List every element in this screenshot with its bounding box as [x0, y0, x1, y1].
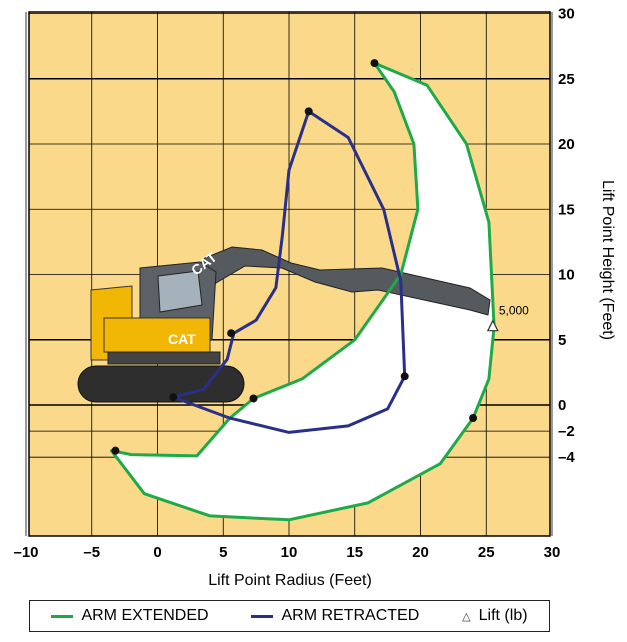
data-point-arm-retracted: [169, 393, 178, 402]
legend-label-lift: Lift (lb): [478, 607, 528, 624]
legend-item-arm-extended: ARM EXTENDED: [51, 607, 209, 625]
data-point-arm-retracted: [227, 329, 236, 338]
data-point-arm-retracted: [304, 107, 313, 116]
data-point-arm-extended: [370, 59, 379, 68]
y-tick-labels: 30 25 20 15 10 5 0 –2 –4: [558, 6, 575, 467]
triangle-icon: △: [462, 610, 471, 623]
excavator-undercarriage: [107, 351, 221, 365]
legend-label-arm-extended: ARM EXTENDED: [81, 607, 209, 624]
x-tick-label: 25: [478, 544, 495, 561]
lift-envelope-area: [111, 63, 495, 520]
x-tick-label: 15: [346, 544, 363, 561]
y-tick-label: –4: [558, 449, 575, 466]
x-tick-label: 5: [219, 544, 227, 561]
legend-label-arm-retracted: ARM RETRACTED: [281, 607, 420, 624]
y-tick-label: 25: [558, 71, 575, 88]
y-tick-label: 0: [558, 397, 566, 414]
excavator-logo: CAT: [168, 331, 196, 347]
marker-layer: [111, 59, 478, 455]
y-tick-label: 5: [558, 332, 566, 349]
data-point-arm-extended: [249, 394, 258, 403]
x-tick-label: 10: [281, 544, 298, 561]
series-line-arm-extended: [110, 61, 496, 522]
x-tick-label: 20: [412, 544, 429, 561]
data-point-arm-retracted: [400, 372, 409, 381]
legend: ARM EXTENDED ARM RETRACTED △ Lift (lb): [29, 600, 550, 632]
legend-swatch-arm-retracted: [251, 614, 274, 618]
excavator-boom: [181, 246, 491, 316]
legend-item-lift: △ Lift (lb): [462, 607, 527, 625]
lift-point-layer: 5,000: [486, 304, 529, 332]
lift-point-triangle: [486, 319, 499, 332]
series-line-arm-retracted: [171, 109, 407, 434]
lift-chart: CAT CAT 5,000 –10 –5 0 5 10 15 20 25 30 30 25 20 15…: [13, 6, 616, 590]
legend-swatch-arm-extended: [51, 614, 74, 618]
x-axis-title: Lift Point Radius (Feet): [208, 572, 372, 589]
excavator-body: [103, 317, 211, 353]
y-tick-label: 30: [558, 6, 575, 23]
lift-point-label: 5,000: [499, 304, 529, 318]
series-layer: [110, 61, 496, 522]
data-point-arm-extended: [111, 446, 120, 455]
data-point-arm-extended: [469, 414, 478, 423]
x-tick-label: 30: [544, 544, 561, 561]
y-tick-label: 20: [558, 136, 575, 153]
x-tick-label: –10: [13, 544, 38, 561]
x-tick-labels: –10 –5 0 5 10 15 20 25 30: [13, 544, 560, 561]
x-tick-label: –5: [83, 544, 100, 561]
y-tick-label: –2: [558, 423, 575, 440]
x-tick-label: 0: [153, 544, 161, 561]
excavator-illustration: CAT CAT: [77, 246, 491, 403]
y-tick-label: 10: [558, 267, 575, 284]
excavator-cab-window: [157, 270, 203, 313]
y-tick-label: 15: [558, 201, 575, 218]
plot-frame: [28, 11, 551, 537]
y-axis-title: Lift Point Height (Feet): [599, 180, 616, 340]
excavator-track: [77, 365, 245, 403]
legend-item-arm-retracted: ARM RETRACTED: [251, 607, 419, 625]
